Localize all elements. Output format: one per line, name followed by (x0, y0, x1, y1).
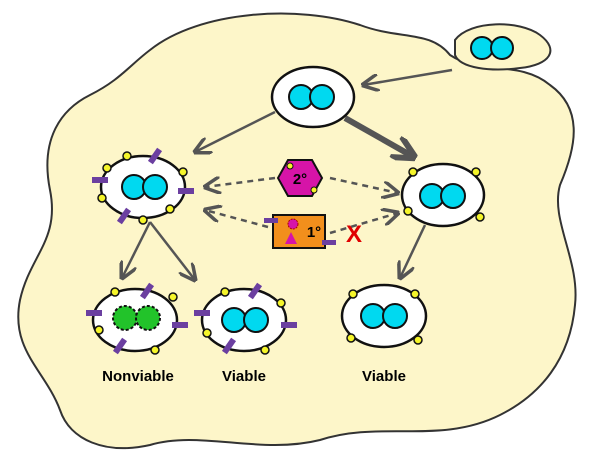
yellow-stud (202, 328, 212, 338)
arrow-to-nonviable (122, 221, 152, 278)
purple-bar (86, 310, 102, 316)
secondary-marker: 2° (276, 159, 324, 197)
nucleus (360, 303, 386, 329)
block-mark: X (346, 221, 362, 248)
purple-bar (221, 337, 237, 355)
yellow-stud (276, 298, 286, 308)
yellow-stud (348, 289, 358, 299)
dead-nucleus (135, 305, 161, 331)
arrow-to-viable-right (400, 224, 427, 278)
yellow-stud (403, 206, 413, 216)
dashed-arrow-primary-right (329, 213, 398, 235)
arrow-dominant (343, 115, 412, 156)
yellow-stud (94, 325, 104, 335)
yellow-stud (286, 162, 294, 170)
label-viable-left: Viable (222, 368, 266, 385)
purple-bar (116, 207, 132, 225)
purple-bar (112, 337, 128, 355)
purple-bar (172, 322, 188, 328)
nucleus (243, 307, 269, 333)
external-nucleus-right (490, 36, 514, 60)
yellow-stud (310, 186, 318, 194)
cell-left-marked (92, 147, 194, 225)
arrow-to-left-cell (195, 110, 276, 152)
yellow-stud (260, 345, 270, 355)
dashed-arrow-secondary-right (329, 176, 398, 193)
yellow-stud (97, 193, 107, 203)
dashed-arrow-secondary-left (205, 178, 276, 187)
arrow-entry (363, 68, 453, 85)
yellow-stud (165, 204, 175, 214)
nucleus (142, 174, 168, 200)
cell-nonviable (86, 282, 188, 355)
label-nonviable: Nonviable (102, 368, 174, 385)
yellow-stud (122, 151, 132, 161)
gear-icon (287, 218, 299, 230)
arrow-to-viable-left (149, 221, 195, 280)
purple-bar (247, 282, 263, 300)
purple-bar (147, 147, 163, 165)
dead-nucleus (112, 305, 138, 331)
cell-viable-right (340, 283, 428, 349)
nucleus (221, 307, 247, 333)
primary-marker: 1° (264, 214, 336, 249)
yellow-stud (178, 167, 188, 177)
yellow-stud (168, 292, 178, 302)
yellow-stud (408, 167, 418, 177)
yellow-stud (150, 345, 160, 355)
external-nucleus-left (470, 36, 494, 60)
purple-bar (178, 188, 194, 194)
cell-right (400, 162, 486, 228)
purple-bar (139, 282, 155, 300)
nucleus (382, 303, 408, 329)
yellow-stud (102, 163, 112, 173)
yellow-stud (220, 287, 230, 297)
yellow-stud (138, 215, 148, 225)
yellow-stud (410, 289, 420, 299)
nucleus (309, 84, 335, 110)
yellow-stud (475, 212, 485, 222)
cell-top (270, 65, 356, 129)
label-viable-right: Viable (362, 368, 406, 385)
yellow-stud (413, 335, 423, 345)
yellow-stud (110, 287, 120, 297)
purple-bar (194, 310, 210, 316)
cell-viable-left (194, 282, 297, 355)
purple-bar (92, 177, 108, 183)
purple-bar (322, 240, 336, 245)
purple-bar (264, 218, 278, 223)
purple-bar (281, 322, 297, 328)
yellow-stud (471, 167, 481, 177)
primary-label: 1° (307, 224, 321, 241)
nucleus (440, 183, 466, 209)
secondary-label: 2° (293, 171, 307, 188)
yellow-stud (346, 333, 356, 343)
triangle-icon (285, 232, 297, 244)
